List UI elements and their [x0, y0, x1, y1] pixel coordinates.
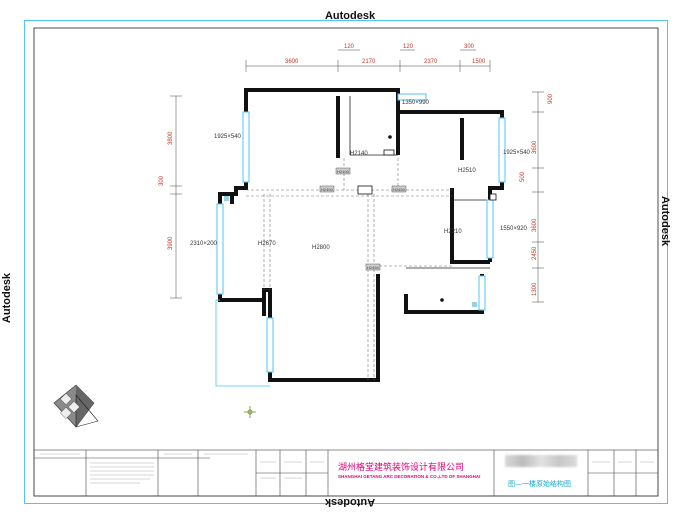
dim-left-3: 3900 [168, 236, 174, 250]
title-block [33, 449, 659, 497]
height-label-2670: H2670 [258, 241, 276, 247]
dim-top-1: 3600 [285, 59, 299, 65]
dim-top-small-2: 120 [403, 44, 414, 50]
title-block-text-lines [40, 453, 654, 484]
dim-top-small-1: 120 [344, 44, 355, 50]
windows [216, 93, 506, 373]
right-dimension-chain [532, 91, 544, 303]
internal-lines [349, 96, 490, 269]
dim-top-2: 2170 [362, 59, 376, 65]
dim-left-1: 3800 [168, 131, 174, 145]
beam-tag-4: H2450 [367, 265, 380, 270]
window-label-2: 1350×990 [402, 100, 430, 106]
window-label-3: 1925×540 [503, 150, 531, 156]
dim-right-3: 500 [520, 171, 526, 182]
watermark-top: Autodesk [324, 10, 376, 22]
company-name-cn: 湖州格堂建筑装饰设计有限公司 [338, 461, 464, 473]
height-label-2140: H2140 [350, 151, 368, 157]
dim-right-5: 2450 [532, 246, 538, 260]
balcony-outline [215, 299, 270, 387]
left-dimension-chain [170, 95, 182, 299]
beam-tag-2: H2450 [321, 187, 334, 192]
redacted-area [505, 455, 577, 467]
height-label-2510: H2510 [458, 168, 476, 174]
drawing-border [24, 20, 668, 504]
dim-top-small-3: 300 [464, 44, 475, 50]
crosshair-icon [244, 406, 256, 418]
dim-right-2: 3600 [532, 140, 538, 154]
drawing-title: 图—一楼原始结构图 [508, 479, 571, 488]
dim-right-6: 1300 [532, 282, 538, 296]
beam-tag-3: H2450 [393, 187, 406, 192]
height-label-2210: H2210 [444, 229, 462, 235]
company-name-en: SHANGHAI GETANG ARC DECORATION & CO.,LTD… [338, 474, 480, 479]
beam-lines [246, 158, 452, 380]
dim-top-3: 2370 [424, 59, 438, 65]
compass-logo [53, 384, 99, 428]
height-label-2800: H2800 [312, 245, 330, 251]
walls [218, 88, 504, 382]
inner-border [33, 27, 659, 497]
dim-right-1: 900 [548, 93, 554, 104]
window-label-5: 1550×920 [500, 226, 528, 232]
beam-tags [319, 167, 407, 271]
dim-right-4: 3600 [532, 218, 538, 232]
fixtures [224, 135, 497, 307]
window-label-1: 1925×540 [214, 134, 242, 140]
top-dimension-chain [245, 49, 491, 72]
beam-tag-1: H2100 [337, 169, 350, 174]
dim-top-4: 1500 [472, 59, 486, 65]
dim-left-2: 300 [159, 175, 165, 186]
window-label-4: 2310×200 [190, 241, 218, 247]
